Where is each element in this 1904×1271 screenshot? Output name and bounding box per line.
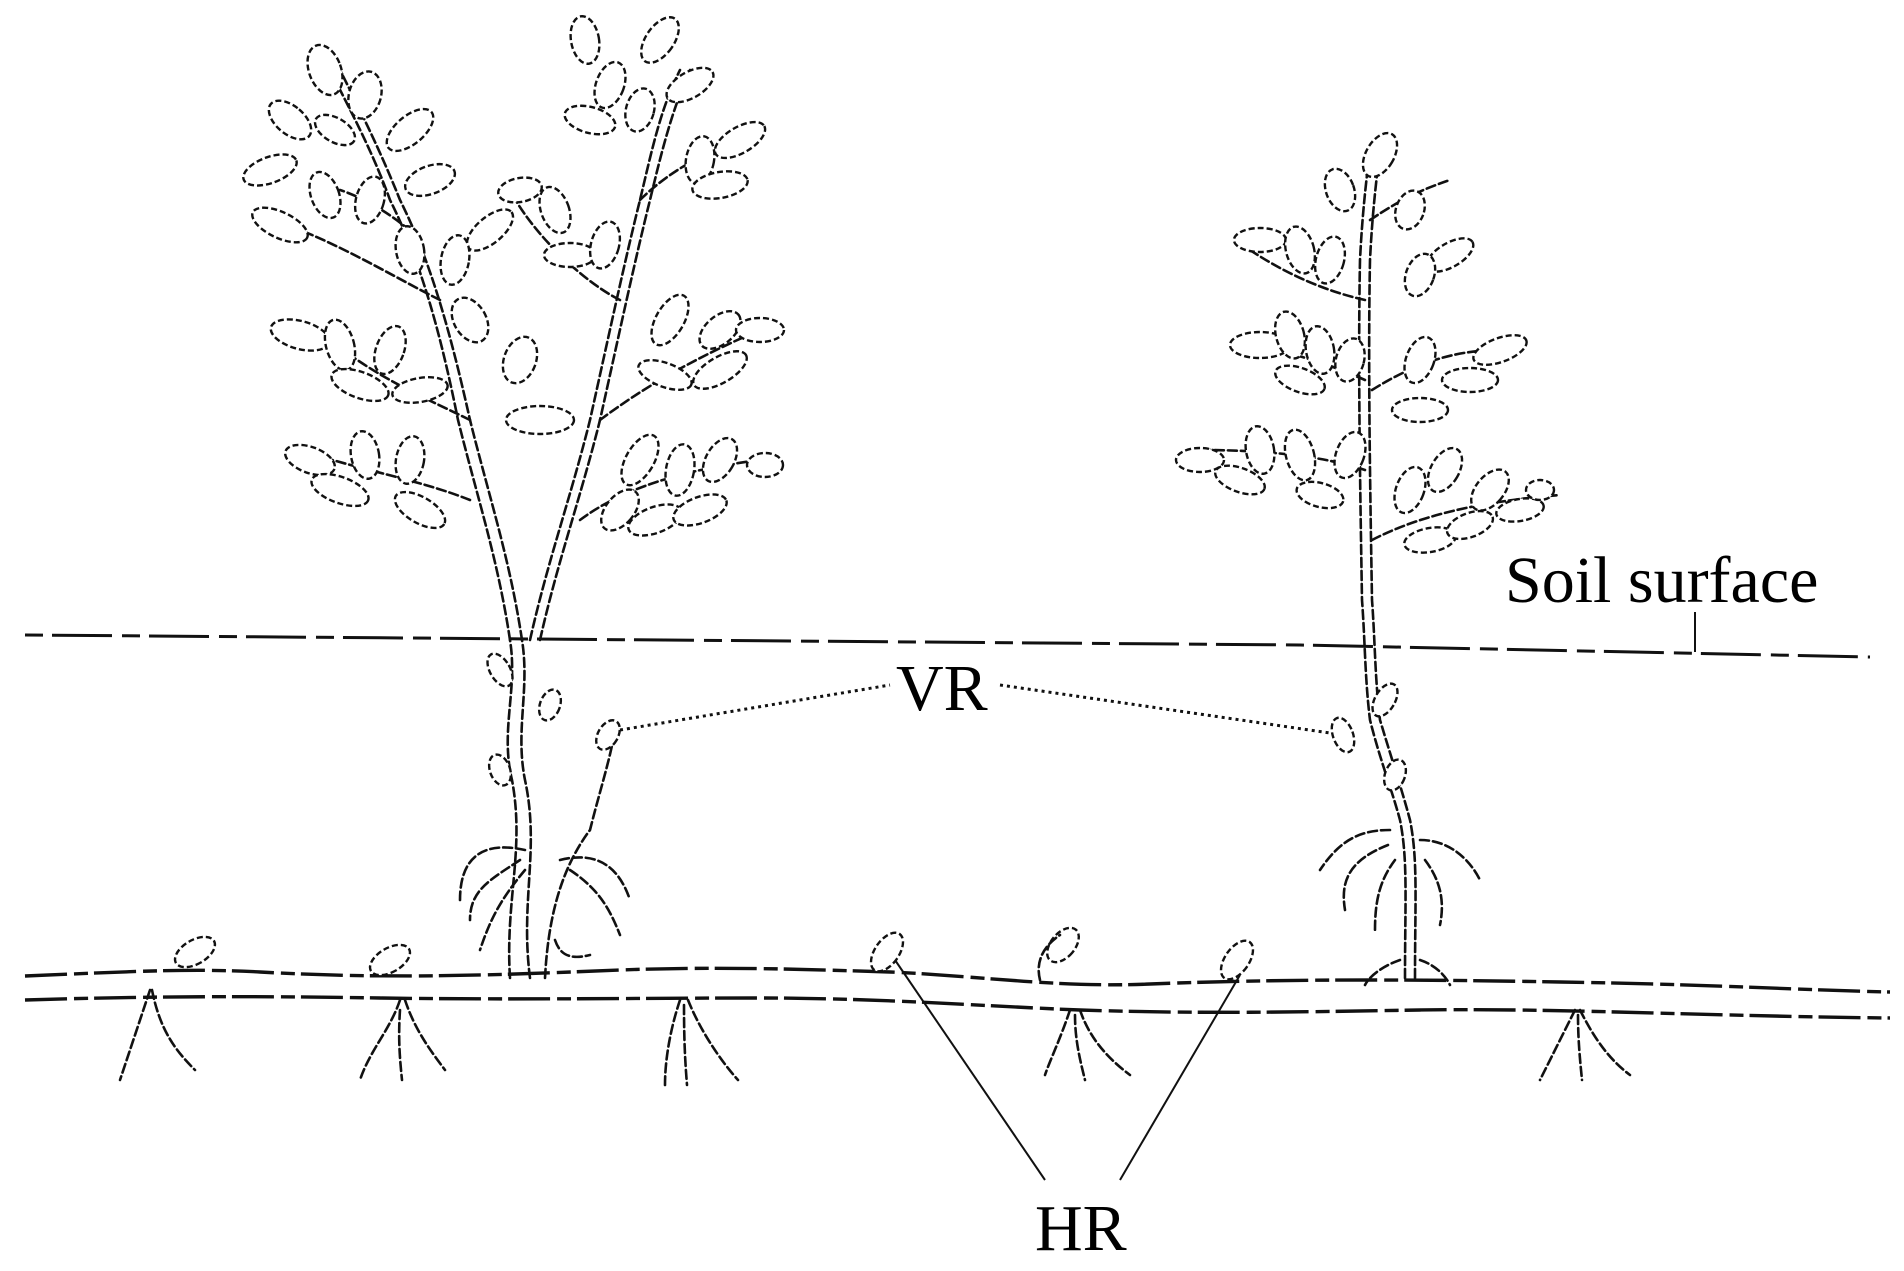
- left-plant: [242, 15, 786, 980]
- soil-surface-label: Soil surface: [1505, 544, 1818, 617]
- vr-leader-right: [999, 683, 1331, 735]
- hr-label: HR: [1035, 1192, 1127, 1265]
- horizontal-rhizome: [24, 966, 1891, 1020]
- hr-leader-left: [894, 959, 1046, 1181]
- vr-leader-left: [619, 683, 891, 732]
- soil-surface-line: [24, 633, 1871, 659]
- rhizome-roots: [118, 988, 1632, 1087]
- right-plant: [1174, 131, 1562, 987]
- vr-label: VR: [896, 652, 988, 725]
- rhizome-buds: [173, 926, 1255, 982]
- hr-leader-right: [1119, 974, 1241, 1181]
